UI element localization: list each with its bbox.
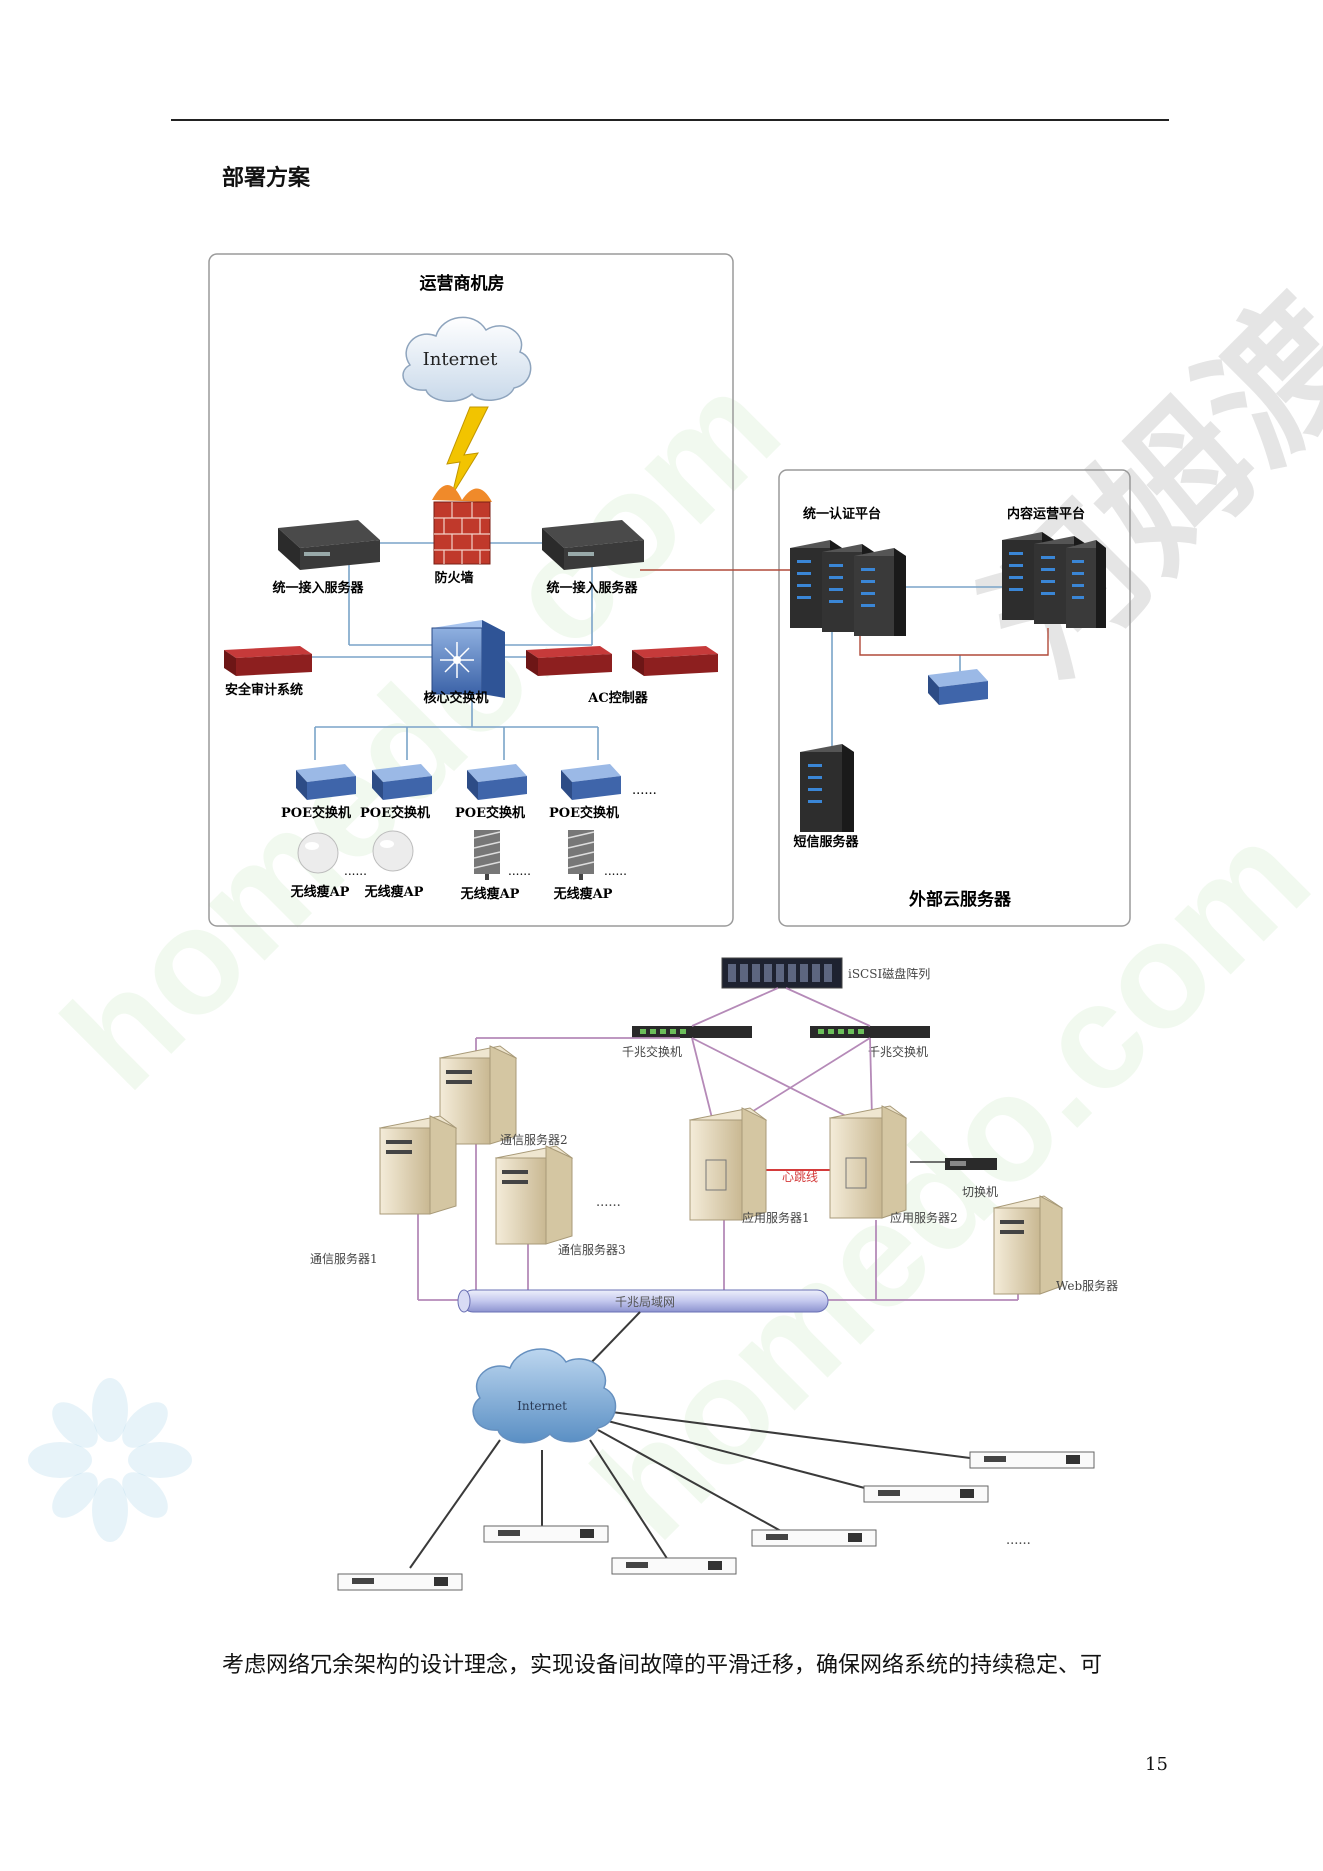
external-cloud-title: 外部云服务器 (909, 889, 1012, 910)
client-device-icon-6 (337, 1573, 463, 1591)
operator-room-title: 运营商机房 (420, 273, 505, 294)
client-ellipsis: ...... (1006, 1533, 1031, 1548)
client-device-icon-5 (483, 1525, 609, 1543)
firewall-icon (432, 485, 492, 565)
client-device-icon-1 (969, 1451, 1095, 1469)
core-switch-label: 核心交换机 (423, 690, 488, 706)
header-rule (171, 119, 1169, 121)
comm-server-ellipsis: ...... (596, 1195, 621, 1210)
poe-switch-label-2: POE交换机 (360, 805, 430, 821)
gig-switch-right-icon (810, 1026, 930, 1038)
comm-server-3-label: 通信服务器3 (558, 1242, 626, 1257)
poe-switch-icon-3 (467, 764, 527, 800)
auth-platform-label: 统一认证平台 (803, 506, 881, 522)
gig-switch-left-label: 千兆交换机 (622, 1044, 682, 1059)
ap-label-1: 无线瘦AP (290, 884, 350, 900)
cloud-switch-icon (928, 669, 988, 705)
client-device-icon-3 (751, 1529, 877, 1547)
ap-label-4: 无线瘦AP (553, 886, 613, 902)
sms-server-label: 短信服务器 (793, 834, 859, 850)
body-paragraph: 考虑网络冗余架构的设计理念，实现设备间故障的平滑迁移，确保网络系统的持续稳定、可 (222, 1653, 1103, 1678)
lightning-icon (446, 406, 489, 496)
access-server-left-label: 统一接入服务器 (272, 580, 364, 596)
access-server-right-icon (542, 520, 644, 570)
iscsi-label: iSCSI磁盘阵列 (848, 966, 930, 981)
access-server-left-icon (278, 520, 380, 570)
operator-room-frame (208, 253, 734, 927)
kvm-switch-icon (945, 1158, 997, 1170)
poe-switch-icon-2 (372, 764, 432, 800)
ap-label-2: 无线瘦AP (364, 884, 424, 900)
poe-switch-label-1: POE交换机 (281, 805, 351, 821)
comm-server-1-label: 通信服务器1 (310, 1251, 378, 1266)
ap-ellipsis-3: ...... (604, 864, 627, 878)
poe-ellipsis: ...... (632, 783, 657, 798)
page-number: 15 (1145, 1754, 1168, 1775)
ap-label-3: 无线瘦AP (460, 886, 520, 902)
comm-server-2-label: 通信服务器2 (500, 1132, 568, 1147)
access-server-right-label: 统一接入服务器 (546, 580, 638, 596)
client-device-icon-4 (611, 1557, 737, 1575)
watermark-flower-logo (20, 1370, 200, 1550)
iscsi-array-icon (721, 957, 843, 989)
gig-switch-right-label: 千兆交换机 (868, 1044, 928, 1059)
web-server-label: Web服务器 (1056, 1278, 1118, 1293)
ap-icon-1 (297, 832, 339, 874)
app-server-2-label: 应用服务器2 (890, 1210, 958, 1225)
gig-switch-left-icon (632, 1026, 752, 1038)
ac-controller-label: AC控制器 (587, 690, 648, 706)
ap-ellipsis-1: ...... (344, 864, 367, 878)
internet-cloud-2-label: Internet (517, 1399, 567, 1413)
poe-switch-icon-4 (561, 764, 621, 800)
ac-controller-icon-1 (526, 646, 612, 676)
lan-label: 千兆局域网 (615, 1295, 675, 1309)
internet-cloud-2-icon: Internet (472, 1348, 617, 1444)
app-server-2-icon (828, 1105, 908, 1219)
auth-platform-icon (790, 540, 906, 636)
external-cloud-frame (778, 469, 1131, 927)
poe-switch-icon-1 (296, 764, 356, 800)
ap-icon-2 (372, 830, 414, 872)
comm-server-3-icon (494, 1145, 574, 1245)
internet-cloud-icon: Internet (402, 316, 532, 402)
ap-ellipsis-2: ...... (508, 864, 531, 878)
ap-icon-3 (473, 830, 501, 880)
lan-backbone-icon (457, 1289, 829, 1313)
content-platform-icon (1002, 532, 1106, 628)
internet-cloud-label: Internet (423, 349, 498, 370)
deployment-figure: 运营商机房 外部云服务器 Internet (208, 253, 1131, 1591)
app-server-1-icon (688, 1107, 768, 1221)
app-server-1-label: 应用服务器1 (742, 1210, 810, 1225)
web-server-icon (992, 1195, 1064, 1295)
comm-server-1-icon (378, 1115, 458, 1215)
poe-switch-label-3: POE交换机 (455, 805, 525, 821)
ap-icon-4 (567, 830, 595, 880)
security-audit-icon (224, 646, 312, 676)
security-audit-label: 安全审计系统 (225, 682, 303, 698)
client-device-icon-2 (863, 1485, 989, 1503)
section-heading: 部署方案 (222, 166, 311, 191)
ac-controller-icon-2 (632, 646, 718, 676)
kvm-label: 切换机 (962, 1185, 998, 1199)
firewall-label: 防火墙 (434, 570, 473, 586)
sms-server-icon (800, 744, 854, 832)
heartbeat-label: 心跳线 (782, 1170, 818, 1184)
poe-switch-label-4: POE交换机 (549, 805, 619, 821)
content-platform-label: 内容运营平台 (1007, 506, 1085, 522)
core-switch-icon (431, 620, 505, 698)
